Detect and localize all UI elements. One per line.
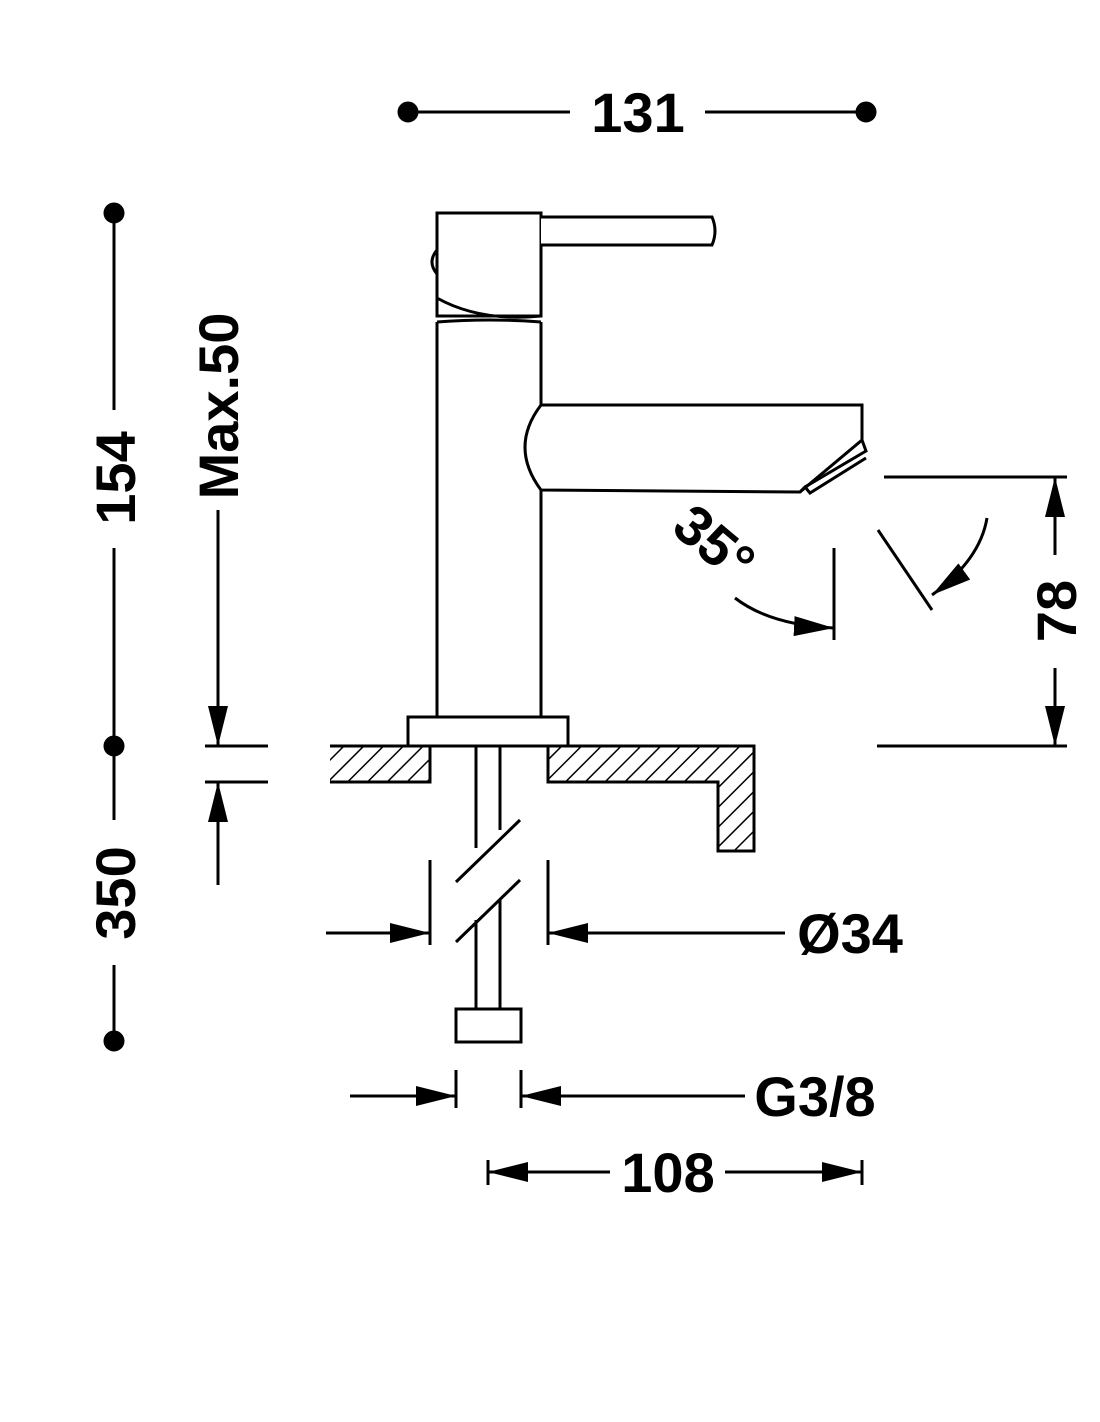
label-spout-angle: 35° <box>662 492 767 595</box>
label-spout-reach: 108 <box>621 1141 714 1204</box>
label-width-total: 131 <box>591 81 684 144</box>
dimension-deck-max <box>205 510 268 885</box>
label-connection-thread: G3/8 <box>754 1065 875 1128</box>
dimension-width-total <box>397 101 877 123</box>
label-height-total: 154 <box>84 431 147 524</box>
label-hose-length: 350 <box>84 846 147 939</box>
dimension-spout-angle <box>734 517 989 640</box>
faucet-body <box>406 211 868 748</box>
dimension-height-total <box>103 202 125 1052</box>
dimension-spout-reach <box>486 1160 864 1185</box>
label-spout-height: 78 <box>1025 580 1088 642</box>
label-shank-diameter: Ø34 <box>797 902 903 965</box>
dimension-spout-height <box>877 475 1067 748</box>
supply-hose <box>454 746 523 1044</box>
label-deck-max: Max.50 <box>187 313 250 500</box>
deck-section <box>330 744 756 853</box>
dimension-shank-diameter <box>326 860 785 945</box>
dimension-connection-thread <box>350 1070 745 1108</box>
